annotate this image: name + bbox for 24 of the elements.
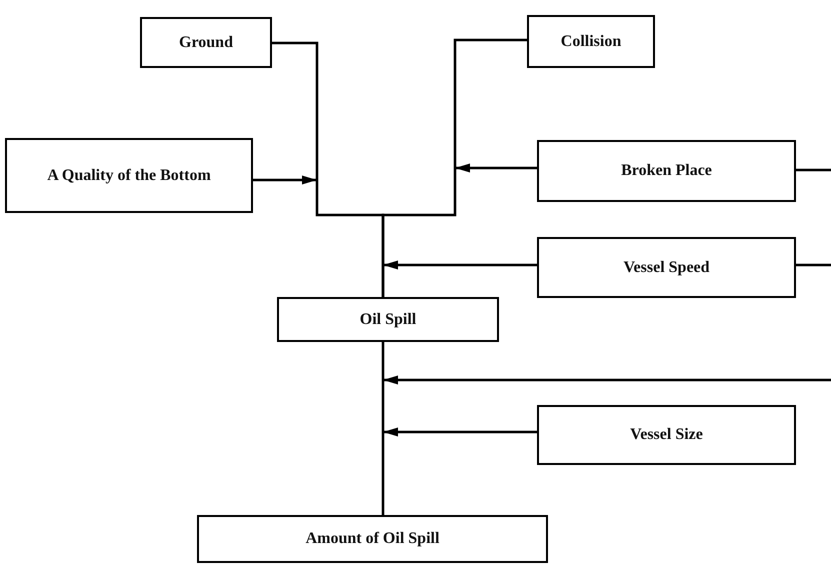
factor-box	[5, 138, 253, 213]
arrow	[383, 428, 537, 436]
arrow	[253, 176, 317, 184]
connector-line	[382, 38, 527, 297]
box-label: Ground	[179, 32, 233, 52]
box-label: Oil Spill	[360, 310, 416, 330]
arrow	[455, 164, 537, 172]
box-label: Broken Place	[621, 161, 712, 181]
connector-line	[796, 264, 831, 266]
arrow	[383, 260, 537, 270]
factor-box	[140, 17, 272, 68]
factor-box	[537, 405, 796, 465]
box-label: Vessel Speed	[623, 258, 710, 278]
box-label: Vessel Size	[630, 425, 703, 445]
factor-box	[527, 15, 655, 68]
box-label: Collision	[560, 32, 622, 52]
factor-box	[537, 237, 796, 298]
factor-box	[537, 140, 796, 202]
factor-box	[197, 515, 548, 563]
connector-line	[796, 168, 831, 172]
connector-line	[382, 342, 384, 515]
box-label: A Quality of the Bottom	[47, 166, 211, 186]
factor-box	[277, 297, 499, 342]
box-label: Amount of Oil Spill	[306, 529, 440, 549]
